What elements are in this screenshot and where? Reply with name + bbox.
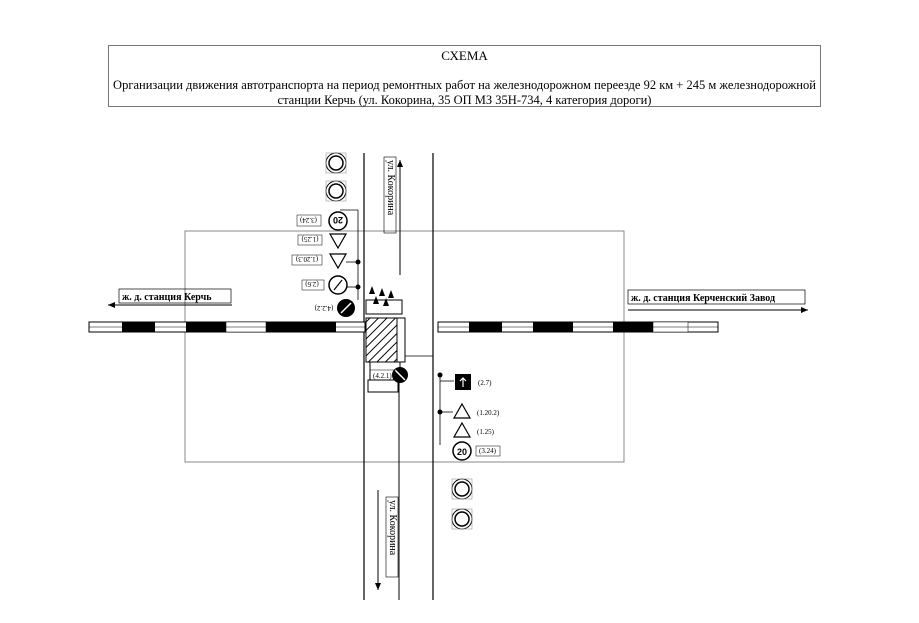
- barrier-block-top: [365, 299, 403, 315]
- warning-sign-1203-left: (1.20.3): [291, 253, 348, 270]
- sign-label-125-left: (1.25): [301, 235, 319, 243]
- sign-label-125-right: (1.25): [477, 428, 495, 436]
- sign-label-27: (2.7): [478, 379, 492, 387]
- warning-sign-125-left: (1.25): [297, 233, 348, 250]
- sign-label-422: (4.2.2): [314, 304, 333, 312]
- priority-sign-26: (2.6): [301, 275, 348, 295]
- priority-sign-27: (2.7): [455, 374, 492, 390]
- sign-label-324-right: (3.24): [479, 447, 497, 455]
- street-label-bottom: ул. Кокорина: [387, 500, 398, 556]
- direction-sign-421: (4.2.1): [369, 367, 408, 383]
- sign-label-1203-left: (1.20.3): [295, 255, 318, 263]
- hatched-work-area: [365, 317, 398, 363]
- sign-label-26: (2.6): [305, 280, 319, 288]
- direction-sign-422: (4.2.2): [314, 299, 355, 317]
- station-right-label: ж. д. станция Керченский Завод: [631, 293, 775, 304]
- work-area-side: [396, 317, 406, 363]
- speed-limit-value-left: 20: [333, 215, 343, 225]
- speed-limit-sign-right: 20 (3.24): [452, 441, 501, 461]
- sign-label-421: (4.2.1): [373, 372, 392, 380]
- station-left-label: ж. д. станция Керчь: [122, 292, 212, 303]
- barrier-block-lower: [367, 379, 399, 393]
- speed-limit-value-right: 20: [457, 447, 467, 457]
- title-box: СХЕМА Организации движения автотранспорт…: [108, 45, 821, 107]
- speed-sign-bottom: [451, 478, 473, 500]
- scheme-subtitle: Организации движения автотранспорта на п…: [113, 78, 816, 107]
- warning-sign-125-right: (1.25): [452, 421, 495, 438]
- railway-barrier-right: [437, 321, 719, 333]
- traffic-cones: [369, 286, 394, 306]
- speed-sign-far-top: [325, 152, 347, 174]
- sign-label-1202: (1.20.2): [477, 409, 500, 417]
- speed-sign-far-bottom: [451, 508, 473, 530]
- scheme-title: СХЕМА: [441, 48, 488, 63]
- speed-limit-sign-left: 20 (3.24): [296, 211, 348, 231]
- work-zone-frame: [184, 230, 625, 463]
- railway-barrier-left: [88, 321, 366, 333]
- street-label-top: ул. Кокорина: [385, 160, 396, 216]
- sign-label-324-left: (3.24): [299, 216, 317, 224]
- speed-sign-top: [325, 180, 347, 202]
- warning-sign-1202-right: (1.20.2): [452, 402, 500, 419]
